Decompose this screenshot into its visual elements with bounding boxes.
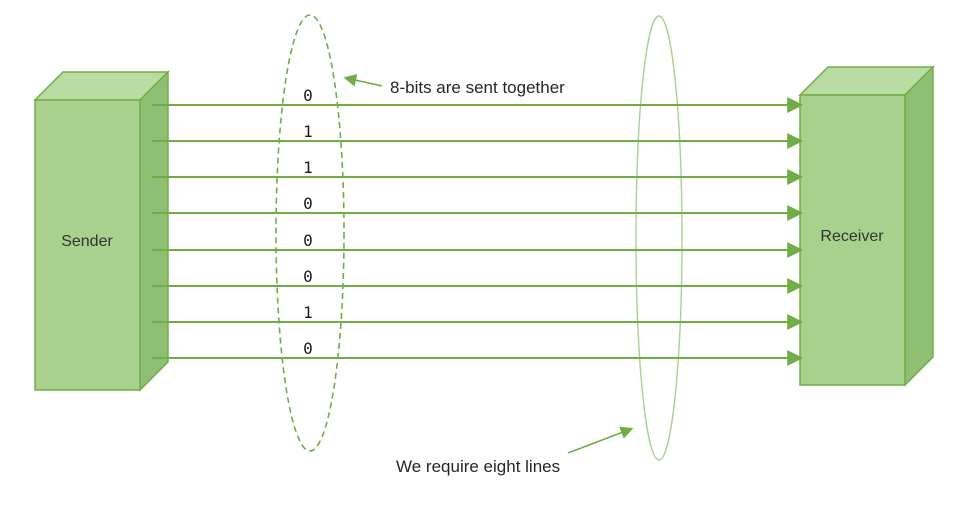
bit-labels: 0 1 1 0 0 0 1 0 <box>303 86 313 358</box>
bit-label-3: 1 <box>303 158 313 177</box>
annotation-bottom-text: We require eight lines <box>396 457 560 476</box>
parallel-wires <box>152 97 804 366</box>
annotation-top-arrow <box>343 73 383 87</box>
bit-label-1: 0 <box>303 86 313 105</box>
receiver-label: Receiver <box>820 228 884 245</box>
receiver-box: Receiver <box>798 65 935 387</box>
lines-group-solid-ellipse <box>635 15 683 461</box>
bit-label-6: 0 <box>303 267 313 286</box>
bit-label-4: 0 <box>303 194 313 213</box>
receiver-box-side-face <box>904 65 934 387</box>
annotation-bottom-arrow <box>567 426 634 454</box>
receiver-box-front-face <box>799 94 906 386</box>
sender-box: Sender <box>33 70 170 392</box>
bit-label-2: 1 <box>303 122 313 141</box>
annotation-top: 8-bits are sent together <box>343 73 565 97</box>
sender-box-side-face <box>139 70 169 392</box>
sender-box-front-face <box>34 99 141 391</box>
annotation-top-text: 8-bits are sent together <box>390 78 565 97</box>
annotation-bottom: We require eight lines <box>396 426 634 476</box>
bit-label-7: 1 <box>303 303 313 322</box>
bit-label-5: 0 <box>303 231 313 250</box>
sender-label: Sender <box>61 233 113 250</box>
bit-label-8: 0 <box>303 339 313 358</box>
bits-group-dashed-ellipse <box>275 14 345 452</box>
